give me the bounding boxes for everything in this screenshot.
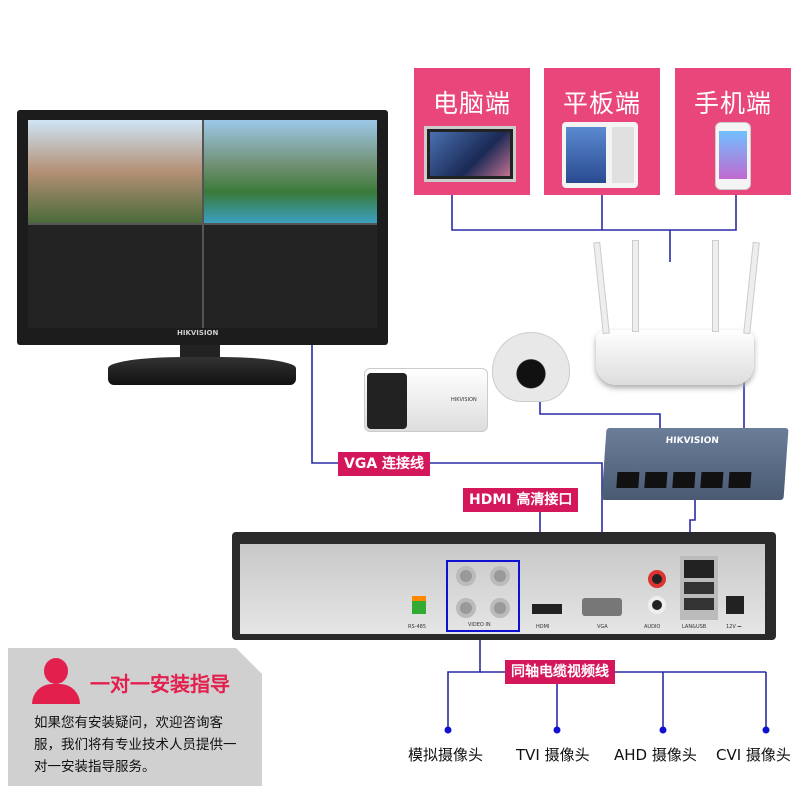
ethernet-port [728,472,752,488]
monitor-icon [424,126,516,182]
ethernet-port [616,472,640,488]
hdmi-port-tag: HDMI 高清接口 [463,488,579,512]
network-switch: HIKVISION [601,428,789,500]
tablet-icon [562,122,638,188]
rs485-port [412,596,426,614]
headset-agent-icon [32,658,80,704]
router-antenna [632,240,639,332]
audio-in-port [648,596,666,614]
endpoint-tablet: 平板端 [544,68,660,195]
monitor-brand: HIKVISION [177,329,219,337]
support-panel: 一对一安装指导 如果您有安装疑问，欢迎咨询客服，我们将有专业技术人员提供一对一安… [8,648,262,786]
endpoint-pc: 电脑端 [414,68,530,195]
lan-usb-ports [680,556,718,620]
endpoint-label: 手机端 [693,89,772,118]
lan-usb-label: LAN&USB [682,624,707,630]
router-antenna [712,240,719,332]
camera-type-ahd: AHD 摄像头 [614,746,697,764]
monitor-stand [180,345,220,359]
dome-camera [492,332,570,402]
dvr-recorder: VIDEO IN RS-485 HDMI VGA AUDIO LAN&USB 1… [232,532,776,640]
phone-icon [715,122,751,190]
camera-feed-pool [203,120,377,223]
rs485-label: RS-485 [408,624,426,630]
vga-cable-tag: VGA 连接线 [338,452,431,476]
switch-brand: HIKVISION [665,436,720,446]
coax-cable-tag: 同轴电缆视频线 [505,660,615,684]
hdmi-port [532,604,562,614]
endpoint-label: 电脑端 [432,89,511,118]
camera-feed-empty [203,225,377,328]
nvr-monitor: HIKVISION [17,110,388,345]
support-body: 如果您有安装疑问，欢迎咨询客服，我们将有专业技术人员提供一对一安装指导服务。 [34,715,237,775]
audio-label: AUDIO [644,624,661,630]
bullet-camera: HIKVISION [364,368,488,432]
wifi-router [596,330,754,385]
support-title: 一对一安装指导 [90,672,230,696]
ethernet-port [700,472,724,488]
vga-port [582,598,622,616]
monitor-base [108,357,296,385]
camera-type-analog: 模拟摄像头 [408,746,484,764]
camera-feed-building [28,120,202,223]
vga-label: VGA [597,624,608,630]
audio-out-port [648,570,666,588]
endpoint-label: 平板端 [562,89,641,118]
power-port [726,596,744,614]
video-in-ports: VIDEO IN [446,560,520,632]
power-label: 12V ⎓ [726,624,742,630]
camera-brand: HIKVISION [451,397,477,403]
camera-type-cvi: CVI 摄像头 [716,746,791,764]
hdmi-label: HDMI [536,624,550,630]
endpoint-phone: 手机端 [675,68,791,195]
camera-type-tvi: TVI 摄像头 [516,746,590,764]
ethernet-port [644,472,668,488]
video-in-label: VIDEO IN [468,622,491,628]
ethernet-port [672,472,696,488]
camera-feed-empty [28,225,202,328]
